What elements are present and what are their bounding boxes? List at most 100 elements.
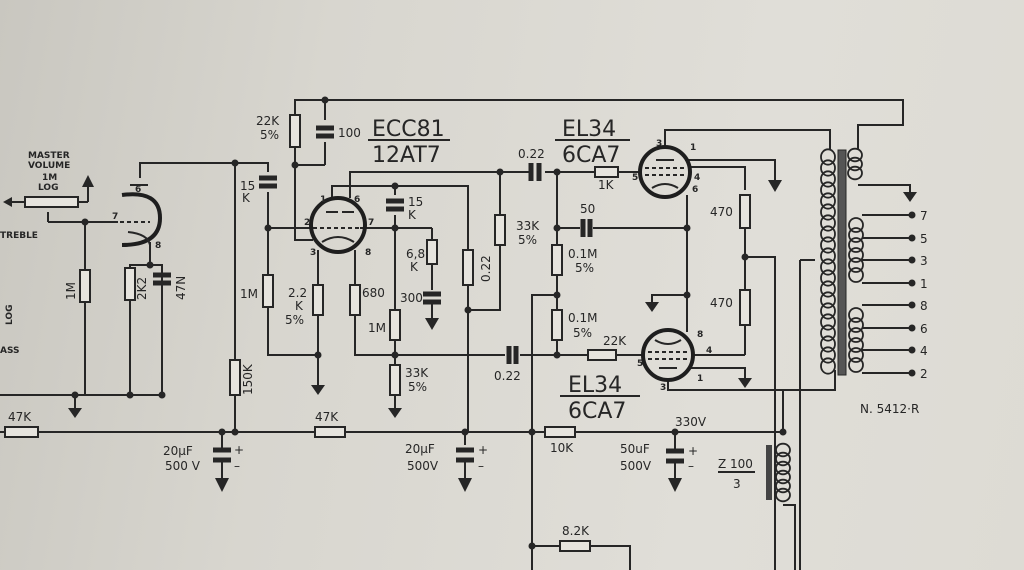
ecc81-tube <box>309 196 367 254</box>
winding-loop <box>820 214 836 232</box>
r-0-22-label: 0.22 <box>479 255 493 282</box>
transformer-tap-terminal <box>908 346 916 354</box>
ground-icon <box>311 385 325 395</box>
r-2-2k-unit: K <box>295 299 304 313</box>
labels: MASTER VOLUME 1M LOG TREBLE ASS LOG ECC8… <box>0 114 919 538</box>
winding-loop <box>848 337 864 353</box>
master-volume-label: VOLUME <box>28 161 70 171</box>
winding-loop <box>820 192 836 210</box>
winding-loop <box>820 346 836 364</box>
pin-label: 7 <box>368 218 374 228</box>
choke-label: Z 100 <box>718 457 753 471</box>
transformer-tap-label: 8 <box>920 299 928 313</box>
pin-label: 8 <box>365 248 371 258</box>
wires <box>0 99 911 570</box>
arrow-left-icon <box>3 197 12 207</box>
r-33k-tol: 5% <box>408 380 427 394</box>
winding-loop <box>848 317 864 333</box>
winding-loop <box>820 225 836 243</box>
el34-tube-top <box>638 145 692 199</box>
treble-label: TREBLE <box>0 231 38 241</box>
ground-icon <box>215 478 229 492</box>
winding-loop <box>775 442 791 458</box>
r-150k-label: 150K <box>241 363 255 395</box>
r-33k-right-tol: 5% <box>518 233 537 247</box>
r-2-2k-label: 2.2 <box>288 286 307 300</box>
winding-loop <box>847 156 863 172</box>
plus-sign: + <box>234 443 244 457</box>
transformer-tap-label: 4 <box>920 344 928 358</box>
winding-loop <box>820 291 836 309</box>
minus-sign: – <box>478 459 484 473</box>
winding-loop <box>847 147 863 163</box>
transformer-tap-terminal <box>908 211 916 219</box>
c-50uf-label: 50uF <box>620 442 650 456</box>
pin-label: 4 <box>694 173 700 183</box>
winding-loop <box>820 247 836 265</box>
transformer-tap-label: 3 <box>920 254 928 268</box>
c-15k-label: 15 <box>240 179 255 193</box>
transformer-tap-label: 6 <box>920 322 928 336</box>
winding-loop <box>848 267 864 283</box>
capacitors <box>153 125 684 464</box>
transformer-tap-terminal <box>908 279 916 287</box>
ground-icon <box>388 408 402 418</box>
winding-loop <box>820 203 836 221</box>
winding-loop <box>848 327 864 343</box>
r-22k-label: 22K <box>256 114 280 128</box>
ground-icon <box>668 478 682 492</box>
choke <box>766 442 791 503</box>
pin-label: 6 <box>135 185 141 195</box>
plus-sign: + <box>478 443 488 457</box>
6ca7-label-bottom: 6CA7 <box>568 399 626 424</box>
winding-loop <box>820 258 836 276</box>
pin-label: 1 <box>697 374 703 384</box>
ground-icon <box>68 408 82 418</box>
transformer-tap-terminal <box>908 234 916 242</box>
resistors <box>4 114 751 552</box>
voltage-330v-label: 330V <box>675 415 707 429</box>
r-2k2-label: 2K2 <box>135 277 149 300</box>
r-33k-label: 33K <box>405 366 429 380</box>
transformer-part-number: N. 5412·R <box>860 402 919 416</box>
c-50uf-voltage: 500V <box>620 459 652 473</box>
transformer-tap-terminal <box>908 256 916 264</box>
winding-loop <box>820 148 836 166</box>
r-1m-label: 1M <box>64 282 78 300</box>
c-0-22-top-label: 0.22 <box>518 147 545 161</box>
master-volume-label: MASTER <box>28 151 70 161</box>
c-100-label: 100 <box>338 126 361 140</box>
r-33k-right-label: 33K <box>516 219 540 233</box>
winding-loop <box>848 257 864 273</box>
pin-label: 1 <box>690 143 696 153</box>
r-1m-left-label: 1M <box>240 287 258 301</box>
c-15k-unit: K <box>242 191 251 205</box>
transformer-tap-terminal <box>908 369 916 377</box>
arrow-up-icon <box>82 175 94 187</box>
c-20uf-1-voltage: 500 V <box>165 459 201 473</box>
pin-label: 3 <box>656 139 662 149</box>
winding-loop <box>848 237 864 253</box>
c-20uf-2-voltage: 500V <box>407 459 439 473</box>
r-1m-mid-label: 1M <box>368 321 386 335</box>
winding-loop <box>848 347 864 363</box>
pin-label: 5 <box>632 173 638 183</box>
transformer-tap-label: 2 <box>920 367 928 381</box>
winding-loop <box>820 181 836 199</box>
6ca7-label-top: 6CA7 <box>562 143 620 168</box>
winding-loop <box>820 302 836 320</box>
winding-loop <box>847 165 863 181</box>
c-15k-mid-unit: K <box>408 208 417 222</box>
winding-loop <box>820 159 836 177</box>
r-22k-tol: 5% <box>260 128 279 142</box>
pot-value: 1M <box>42 173 57 183</box>
winding-loop <box>820 236 836 254</box>
r-0-1m-top-tol: 5% <box>575 261 594 275</box>
winding-loop <box>848 357 864 373</box>
winding-loop <box>820 313 836 331</box>
master-volume-pot[interactable] <box>24 196 79 208</box>
winding-loop <box>775 478 791 494</box>
c-0-22-bottom-label: 0.22 <box>494 369 521 383</box>
